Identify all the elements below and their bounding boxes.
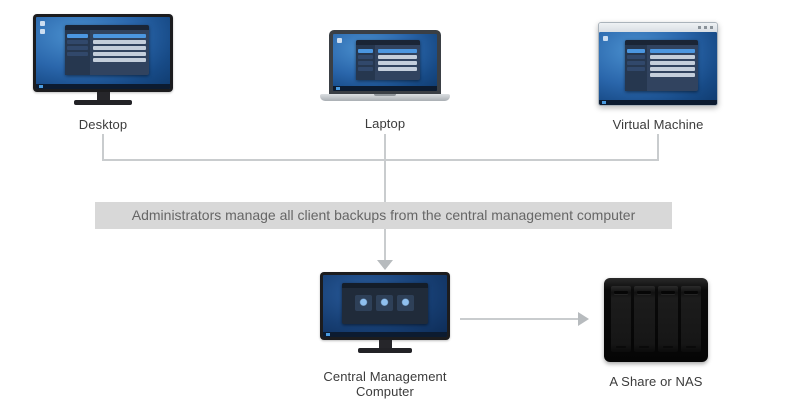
backup-app-window: [624, 40, 699, 92]
taskbar: [36, 84, 170, 89]
laptop-screen: [333, 34, 437, 91]
monitor-stand-neck: [378, 340, 392, 348]
node-laptop: Laptop: [310, 30, 460, 131]
connector-desktop-down: [102, 134, 104, 161]
laptop-lid: [329, 30, 441, 94]
app-titlebar: [65, 24, 149, 30]
monitor-stand-neck: [96, 92, 110, 100]
drive-bay: [634, 286, 655, 352]
app-sidebar: [624, 45, 647, 92]
down-arrowhead: [377, 260, 393, 270]
connector-banner-down: [384, 229, 386, 260]
node-desktop: Desktop: [28, 14, 178, 132]
right-arrowhead: [578, 312, 589, 326]
monitor-stand-base: [358, 348, 412, 353]
taskbar: [323, 332, 447, 337]
app-titlebar: [355, 40, 421, 46]
connector-horizontal: [102, 159, 659, 161]
nas-device: [604, 278, 708, 362]
central-screen: [323, 275, 447, 337]
backup-app-window: [355, 40, 421, 81]
desktop-screen: [36, 17, 170, 89]
connector-vm-down: [657, 134, 659, 161]
nas-label: A Share or NAS: [609, 374, 703, 389]
vm-titlebar: [599, 23, 717, 32]
laptop-base: [320, 94, 450, 101]
vm-screen: [599, 32, 717, 105]
desktop-monitor: [33, 14, 173, 92]
app-sidebar: [65, 29, 91, 76]
app-titlebar: [624, 40, 699, 46]
device-tiles: [342, 295, 429, 312]
management-banner: Administrators manage all client backups…: [95, 202, 672, 229]
nas-drive-bays: [611, 286, 701, 352]
node-central-management: Central Management Computer: [300, 272, 470, 399]
laptop-label: Laptop: [364, 116, 406, 131]
desktop-icon: [40, 21, 45, 26]
app-sidebar: [355, 45, 376, 81]
node-virtual-machine: Virtual Machine: [588, 22, 728, 132]
vm-window: [598, 22, 718, 106]
desktop-label: Desktop: [78, 117, 128, 132]
virtual-machine-label: Virtual Machine: [612, 117, 704, 132]
management-console-window: [341, 283, 429, 324]
taskbar: [599, 100, 717, 105]
connector-laptop-down: [384, 134, 386, 202]
node-nas: A Share or NAS: [588, 278, 724, 389]
desktop-icon: [337, 38, 342, 43]
app-list: [647, 45, 698, 91]
monitor-stand-base: [74, 100, 132, 105]
drive-bay: [611, 286, 632, 352]
app-list: [90, 30, 148, 75]
central-monitor: [320, 272, 450, 340]
desktop-icon: [40, 29, 45, 34]
central-management-label: Central Management Computer: [323, 369, 447, 399]
desktop-icon: [603, 36, 608, 41]
drive-bay: [657, 286, 678, 352]
backup-app-window: [65, 24, 149, 76]
app-list: [375, 45, 420, 80]
connector-to-nas: [460, 318, 578, 320]
app-titlebar: [341, 283, 429, 289]
drive-bay: [680, 286, 701, 352]
taskbar: [333, 86, 437, 91]
